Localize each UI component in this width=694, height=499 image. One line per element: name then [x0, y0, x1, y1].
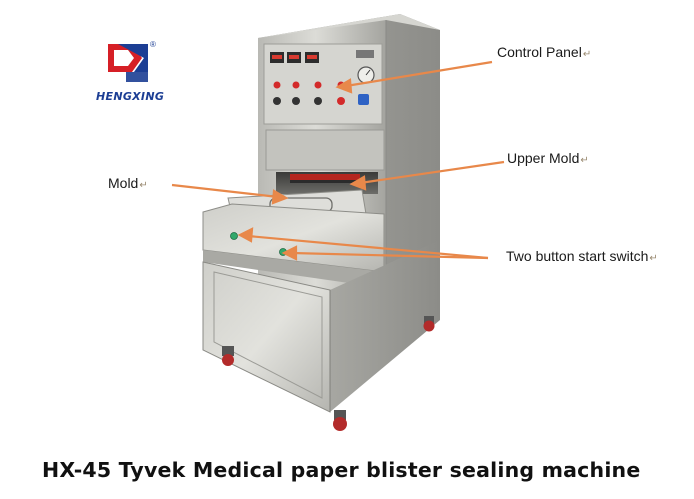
- label-control-panel: Control Panel↵: [497, 44, 591, 60]
- control-panel: [263, 43, 383, 125]
- adjustment-knob-icon: [273, 97, 281, 105]
- arrow-switch-right: [291, 251, 489, 260]
- arrowhead-switch-right: [281, 245, 298, 261]
- lower-cabinet: [202, 240, 440, 413]
- label-mold: Mold↵: [108, 175, 148, 191]
- hengxing-logo-icon: [108, 44, 148, 82]
- paragraph-mark: ↵: [649, 253, 658, 264]
- label-mold-text: Mold: [108, 175, 139, 191]
- arrow-control-panel: [345, 60, 493, 88]
- paragraph-mark: ↵: [582, 49, 592, 60]
- start-button-left: [230, 232, 238, 240]
- arrow-upper-mold: [359, 160, 505, 185]
- machine-caption: HX-45 Tyvek Medical paper blister sealin…: [42, 458, 641, 482]
- indicator-light: [273, 81, 281, 89]
- upper-mold-housing: [265, 129, 385, 194]
- temperature-display: [270, 52, 319, 63]
- paragraph-mark: ↵: [139, 180, 148, 191]
- arrowhead-upper-mold: [349, 175, 367, 191]
- arrowhead-mold: [271, 189, 289, 205]
- arrowhead-control-panel: [335, 78, 353, 94]
- label-upper-mold: Upper Mold↵: [507, 150, 589, 166]
- paragraph-mark: ↵: [580, 155, 589, 166]
- heating-plate: [290, 174, 360, 180]
- arrow-mold: [171, 183, 279, 199]
- registered-mark: ®: [150, 40, 156, 49]
- arrowhead-switch-left: [237, 227, 254, 243]
- label-two-button-switch-text: Two button start switch: [506, 248, 649, 264]
- arrow-switch-left: [247, 234, 489, 260]
- brand-name: HENGXING: [96, 90, 165, 103]
- label-control-panel-text: Control Panel: [497, 44, 582, 60]
- caster-wheels: [222, 316, 435, 431]
- label-two-button-switch: Two button start switch↵: [506, 248, 658, 264]
- reset-button: [358, 94, 369, 105]
- label-upper-mold-text: Upper Mold: [507, 150, 580, 166]
- callout-arrows: [171, 60, 505, 261]
